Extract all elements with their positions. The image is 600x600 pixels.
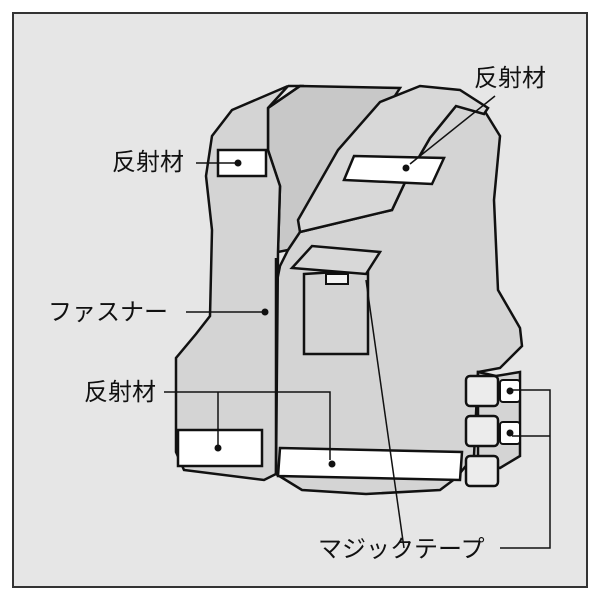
reflector-dot-right-shoulder: [403, 165, 410, 172]
velcro-tab-3: [466, 456, 498, 486]
label-fastener: ファスナー: [48, 300, 168, 324]
reflector-dot-bottom-right: [329, 461, 336, 468]
velcro-tab-2: [466, 416, 498, 446]
pocket-tab: [326, 274, 348, 284]
label-reflector-bottom: 反射材: [84, 380, 156, 404]
reflector-bottom-right: [278, 448, 462, 480]
zipper-pull: [262, 309, 269, 316]
velcro-dot-1: [507, 388, 514, 395]
reflector-right-shoulder: [344, 156, 444, 184]
label-reflector-left-shoulder: 反射材: [112, 150, 184, 174]
label-velcro: マジックテープ: [318, 537, 485, 561]
velcro-tab-1: [466, 376, 498, 406]
label-reflector-top-right: 反射材: [474, 66, 546, 90]
